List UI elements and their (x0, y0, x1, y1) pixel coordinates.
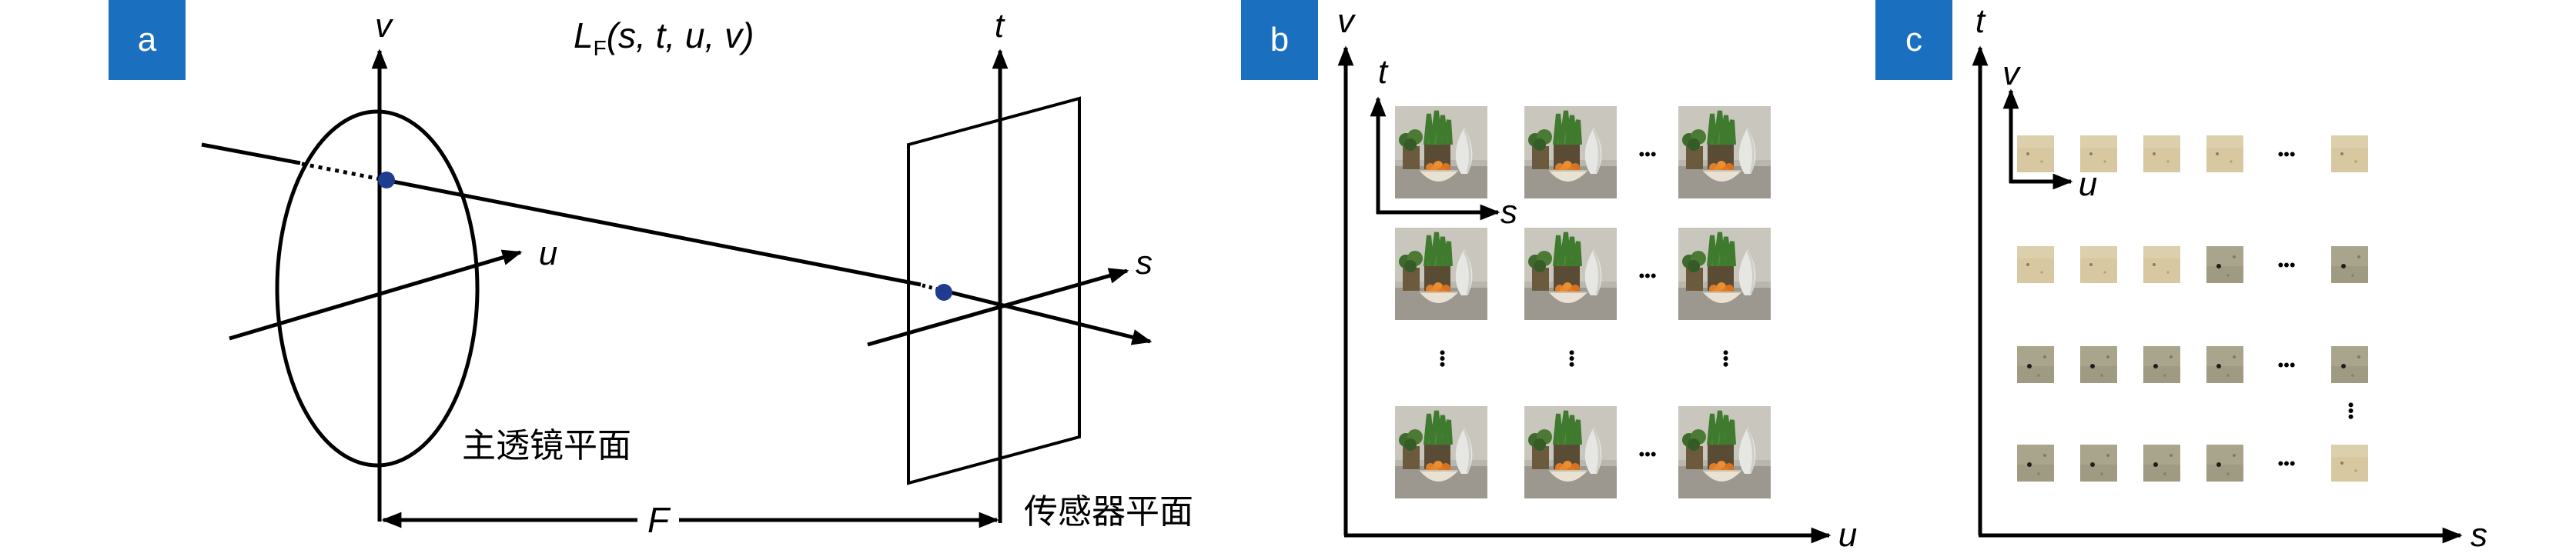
lightfield-title-L: L (574, 15, 594, 55)
panel-a-badge (109, 0, 186, 80)
macro-pixel-tile-icon (2017, 246, 2054, 283)
axis-t-label: t (995, 7, 1005, 45)
lightfield-title-args: (s, t, u, v) (607, 15, 754, 55)
h-ellipsis: ••• (2277, 454, 2295, 473)
macro-pixel-tile-icon (2017, 346, 2054, 383)
panel-b-badge-label: b (1270, 21, 1289, 58)
h-ellipsis: ••• (1638, 445, 1656, 464)
still-life-photo-icon (1524, 406, 1617, 498)
h-ellipsis: ••• (2277, 355, 2295, 375)
sensor-plane (907, 96, 1081, 485)
inner-axis-v-label: v (2002, 55, 2022, 92)
macro-pixel-tile-icon (2331, 346, 2368, 383)
distance-label: F (647, 500, 671, 540)
panel-b-badge (1241, 0, 1318, 80)
panel-a: a LF(s, t, u, v) v u t s 主透镜平面 传感器平面 (109, 0, 1193, 540)
photo-grid (1395, 106, 1771, 498)
axis-s-line (867, 268, 1129, 347)
lens-intersection-point (378, 172, 395, 188)
sensor-intersection-point (935, 284, 952, 301)
tile-grid (2017, 135, 2368, 482)
panel-b: b v u t s ••• ••• ••• ••• ••• ••• (1241, 0, 1857, 554)
macro-pixel-tile-icon (2206, 246, 2243, 283)
macro-pixel-tile-icon (2080, 135, 2117, 172)
macro-pixel-tile-icon (2017, 445, 2054, 482)
axis-v-label: v (375, 7, 394, 45)
inner-axis-t-label: t (1378, 53, 1389, 91)
still-life-photo-icon (1524, 228, 1617, 320)
macro-pixel-tile-icon (2080, 445, 2117, 482)
outer-axis-t-label: t (1975, 2, 1986, 40)
macro-pixel-tile-icon (2143, 246, 2180, 283)
ray-main (384, 178, 922, 287)
outer-axis-s-label: s (2471, 516, 2487, 554)
panel-c-badge (1875, 0, 1952, 80)
macro-pixel-tile-icon (2017, 135, 2054, 172)
v-ellipsis: ••• (2341, 402, 2360, 419)
macro-pixel-tile-icon (2143, 346, 2180, 383)
h-ellipsis: ••• (1638, 145, 1656, 164)
h-ellipsis: ••• (2277, 255, 2295, 275)
macro-pixel-tile-icon (2331, 246, 2368, 283)
axis-s-label: s (1136, 244, 1153, 282)
v-ellipsis: ••• (1562, 349, 1581, 367)
still-life-photo-icon (1524, 106, 1617, 198)
sensor-plane-label: 传感器平面 (1024, 492, 1193, 532)
still-life-photo-icon (1395, 406, 1487, 498)
panel-c-badge-label: c (1905, 21, 1922, 58)
macro-pixel-tile-icon (2206, 135, 2243, 172)
outer-axis-v-label: v (1337, 2, 1357, 40)
main-lens (275, 109, 480, 468)
ray-dotted-segment (301, 162, 386, 182)
lens-plane-label: 主透镜平面 (462, 426, 631, 465)
macro-pixel-tile-icon (2080, 246, 2117, 283)
still-life-photo-icon (1678, 106, 1771, 198)
inner-axis-s-label: s (1500, 193, 1517, 231)
macro-pixel-tile-icon (2143, 135, 2180, 172)
macro-pixel-tile-icon (2331, 445, 2368, 482)
outer-axis-u-label: u (1838, 516, 1857, 554)
axis-u-line (229, 249, 523, 341)
macro-pixel-tile-icon (2206, 346, 2243, 383)
lightfield-title-sub: F (594, 36, 607, 60)
still-life-photo-icon (1395, 106, 1487, 198)
still-life-photo-icon (1678, 228, 1771, 320)
panel-a-badge-label: a (138, 21, 157, 58)
macro-pixel-tile-icon (2206, 445, 2243, 482)
macro-pixel-tile-icon (2080, 346, 2117, 383)
ray-outgoing (943, 288, 1153, 345)
h-ellipsis: ••• (1638, 266, 1656, 285)
axis-u-label: u (539, 235, 557, 272)
lightfield-title: LF(s, t, u, v) (574, 15, 754, 60)
macro-pixel-tile-icon (2331, 135, 2368, 172)
panel-c: c t s v u (1875, 0, 2487, 554)
h-ellipsis: ••• (2277, 145, 2295, 164)
v-ellipsis: ••• (1716, 349, 1735, 367)
macro-pixel-tile-icon (2143, 445, 2180, 482)
still-life-photo-icon (1395, 228, 1487, 320)
still-life-photo-icon (1678, 406, 1771, 498)
ray-incoming (201, 142, 301, 165)
v-ellipsis: ••• (1433, 349, 1452, 367)
